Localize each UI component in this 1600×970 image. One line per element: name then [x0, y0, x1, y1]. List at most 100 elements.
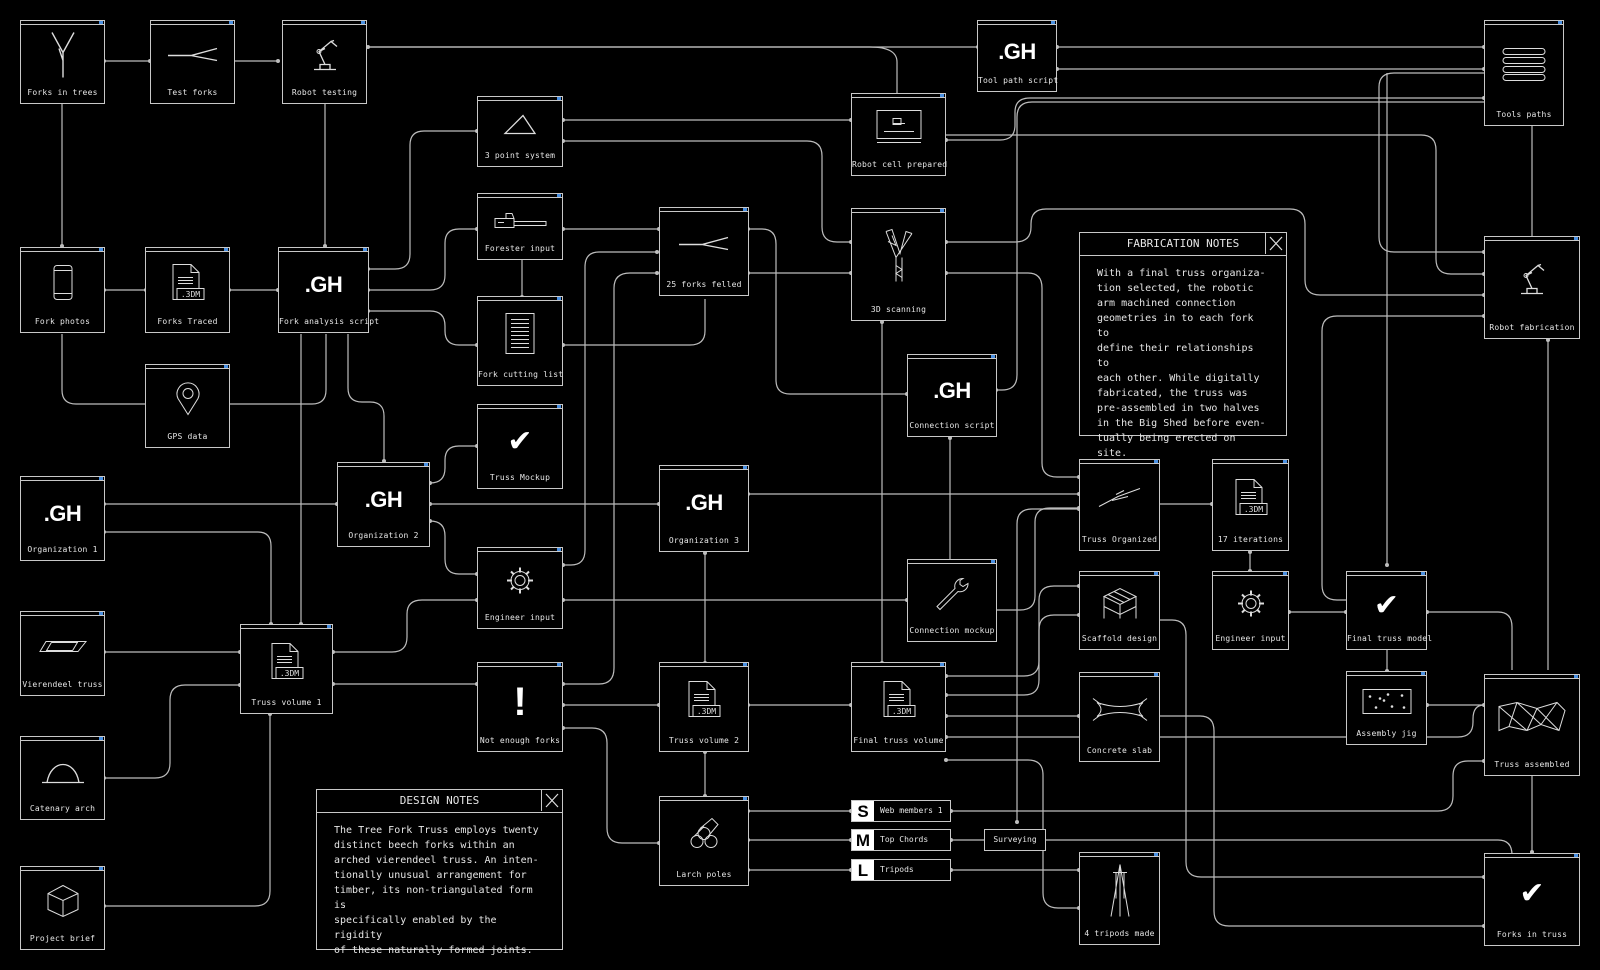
node-label: 3D scanning	[870, 305, 927, 314]
node-label: Fork analysis script	[279, 317, 380, 326]
robot-arm-icon	[1513, 261, 1551, 302]
node-scaffold-design[interactable]: Scaffold design	[1079, 571, 1160, 650]
node-fork-analysis-script[interactable]: .GH Fork analysis script	[278, 247, 380, 333]
design-notes-panel: DESIGN NOTES The Tree Fork Truss employs…	[316, 789, 563, 956]
list-document-icon	[505, 312, 535, 359]
size-badge: L	[852, 860, 874, 880]
node-label: GPS data	[167, 432, 208, 441]
node-catenary-arch[interactable]: Catenary arch	[20, 736, 105, 820]
triangle-icon	[503, 114, 537, 141]
gh-file-icon: .GH	[933, 377, 971, 403]
node-label: Vierendeel truss	[22, 680, 103, 689]
phone-icon	[53, 264, 73, 305]
node-assembly-jig[interactable]: Assembly jig	[1346, 671, 1427, 745]
node-label: 3 point system	[484, 151, 556, 160]
robot-arm-icon	[306, 37, 344, 78]
node-gps-data[interactable]: GPS data	[145, 364, 230, 448]
node-organization-2[interactable]: .GH Organization 2	[337, 462, 430, 547]
node-truss-volume-1[interactable]: .3DM Truss volume 1	[240, 624, 333, 714]
close-icon[interactable]	[541, 790, 562, 811]
exclamation-icon: !	[513, 679, 527, 724]
node-organization-3[interactable]: .GH Organization 3	[659, 465, 749, 552]
node-truss-assembled[interactable]: Truss assembled	[1484, 674, 1580, 776]
node-3d-scanning[interactable]: 3D scanning	[851, 208, 946, 321]
node-fork-photos[interactable]: Fork photos	[20, 247, 105, 333]
node-label: Final truss volume	[853, 736, 944, 745]
node-robot-cell-prepared[interactable]: Robot cell prepared	[851, 93, 948, 176]
fabrication-notes-title: FABRICATION NOTES	[1080, 233, 1286, 256]
node-forks-traced[interactable]: .3DM Forks Traced	[145, 247, 230, 333]
node-robot-testing[interactable]: Robot testing	[282, 20, 367, 104]
tag-top-chords[interactable]: M Top Chords	[851, 829, 951, 851]
node-forks-in-trees[interactable]: Forks in trees	[20, 20, 105, 104]
design-notes-title: DESIGN NOTES	[317, 790, 562, 813]
fabrication-notes-text: With a final truss organiza- tion select…	[1097, 268, 1266, 459]
node-connection-script[interactable]: .GH Connection script	[907, 354, 997, 437]
node-label: Connection script	[909, 421, 995, 430]
node-final-truss-volume[interactable]: .3DM Final truss volume	[851, 662, 946, 752]
node-final-truss-model[interactable]: ✔ Final truss model	[1346, 571, 1432, 650]
node-forks-in-truss[interactable]: ✔ Forks in truss	[1484, 853, 1580, 946]
3dm-file-ext: .3DM	[1243, 505, 1262, 514]
node-label: Fork photos	[34, 317, 91, 326]
node-engineer-input-2[interactable]: Engineer input	[1212, 571, 1289, 650]
fork-branch-icon	[678, 236, 730, 257]
tag-tripods[interactable]: L Tripods	[851, 859, 951, 881]
node-label: Not enough forks	[479, 736, 561, 745]
node-label: Catenary arch	[29, 804, 96, 813]
node-label: Robot cell prepared	[852, 160, 948, 169]
node-larch-poles[interactable]: Larch poles	[659, 796, 749, 886]
node-label: 25 forks felled	[666, 280, 742, 289]
node-connection-mockup[interactable]: Connection mockup	[907, 559, 997, 642]
tag-surveying[interactable]: Surveying	[984, 829, 1046, 851]
node-label: Tool path script	[978, 76, 1059, 85]
node-not-enough-forks[interactable]: ! Not enough forks	[477, 662, 563, 752]
node-fork-cutting-list[interactable]: Fork cutting list	[477, 296, 563, 386]
node-25-forks-felled[interactable]: 25 forks felled	[659, 207, 749, 296]
node-label: Robot testing	[291, 88, 358, 97]
node-truss-organized[interactable]: Truss Organized	[1079, 459, 1160, 551]
wrench-icon	[933, 574, 971, 617]
3dm-file-icon: .3DM	[270, 642, 304, 685]
node-17-iterations[interactable]: .3DM 17 iterations	[1212, 459, 1289, 551]
node-label: 4 tripods made	[1084, 929, 1155, 938]
gh-file-icon: .GH	[304, 271, 343, 297]
node-3-point-system[interactable]: 3 point system	[477, 96, 563, 167]
node-robot-fabrication[interactable]: Robot fabrication	[1484, 236, 1580, 339]
node-4-tripods-made[interactable]: 4 tripods made	[1079, 852, 1160, 945]
close-icon[interactable]	[1265, 233, 1286, 254]
node-tool-path-script[interactable]: .GH Tool path script	[977, 20, 1059, 92]
node-truss-volume-2[interactable]: .3DM Truss volume 2	[659, 662, 749, 752]
node-label: Tools paths	[1496, 110, 1552, 119]
node-vierendeel-truss[interactable]: Vierendeel truss	[20, 611, 105, 696]
gh-file-icon: .GH	[364, 486, 403, 512]
node-label: Truss Mockup	[489, 473, 551, 482]
node-label: Larch poles	[676, 870, 732, 879]
node-engineer-input-1[interactable]: Engineer input	[477, 547, 563, 629]
node-label: Forks Traced	[157, 317, 218, 326]
tag-web-members[interactable]: S Web members 1	[851, 800, 951, 822]
node-label: Project brief	[29, 934, 96, 943]
node-label: Truss volume 2	[668, 736, 740, 745]
3dm-file-icon: .3DM	[171, 263, 205, 306]
node-truss-mockup[interactable]: ✔ Truss Mockup	[477, 404, 563, 489]
node-label: Organization 1	[27, 545, 98, 554]
node-concrete-slab[interactable]: Concrete slab	[1079, 672, 1160, 762]
gh-file-icon: .GH	[998, 38, 1036, 64]
size-badge: S	[852, 801, 874, 821]
node-label: Truss Organized	[1081, 535, 1158, 544]
node-test-forks[interactable]: Test forks	[150, 20, 235, 104]
node-forester-input[interactable]: Forester input	[477, 193, 563, 260]
scanned-fork-icon	[882, 227, 916, 288]
node-tools-paths[interactable]: Tools paths	[1484, 20, 1564, 126]
node-project-brief[interactable]: Project brief	[20, 866, 105, 950]
node-label: Fork cutting list	[478, 370, 564, 379]
node-label: Organization 3	[668, 536, 740, 545]
node-label: Forks in trees	[27, 88, 98, 97]
node-label: Forks in truss	[1496, 930, 1568, 939]
arch-icon	[41, 757, 85, 790]
node-organization-1[interactable]: .GH Organization 1	[20, 476, 105, 561]
tree-fork-icon	[48, 31, 78, 84]
